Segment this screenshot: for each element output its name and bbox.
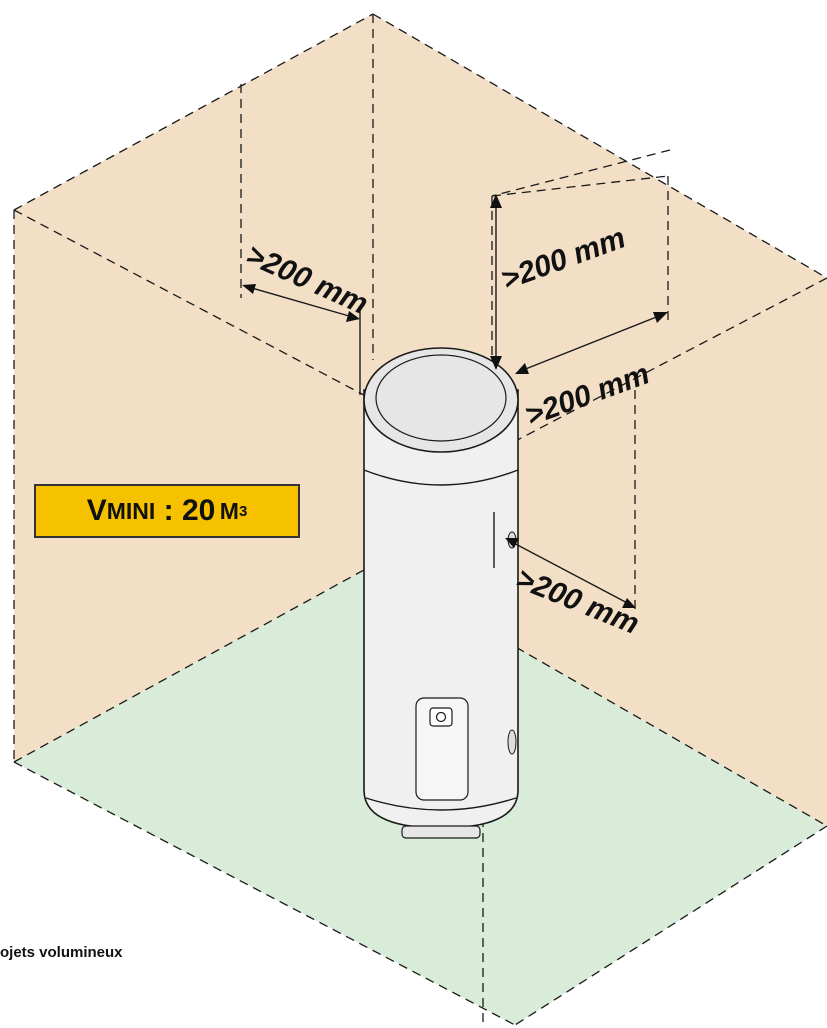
clearance-guides	[240, 84, 671, 610]
volume-value: 20	[181, 494, 216, 527]
volume-separator: :	[155, 494, 182, 527]
heater-top	[363, 347, 519, 453]
volume-exponent: 3	[238, 502, 248, 520]
heater-foot	[401, 825, 481, 839]
water-heater	[363, 347, 519, 839]
dimension-arrows	[242, 194, 668, 608]
left-wall	[14, 14, 373, 762]
volume-v: V	[86, 494, 107, 527]
volume-unit: M	[219, 497, 239, 524]
note-text: ojets volumineux	[0, 944, 123, 961]
control-panel-icon	[429, 707, 453, 727]
heater-lower-panel	[415, 697, 469, 801]
volume-mini: MINI	[106, 497, 156, 524]
